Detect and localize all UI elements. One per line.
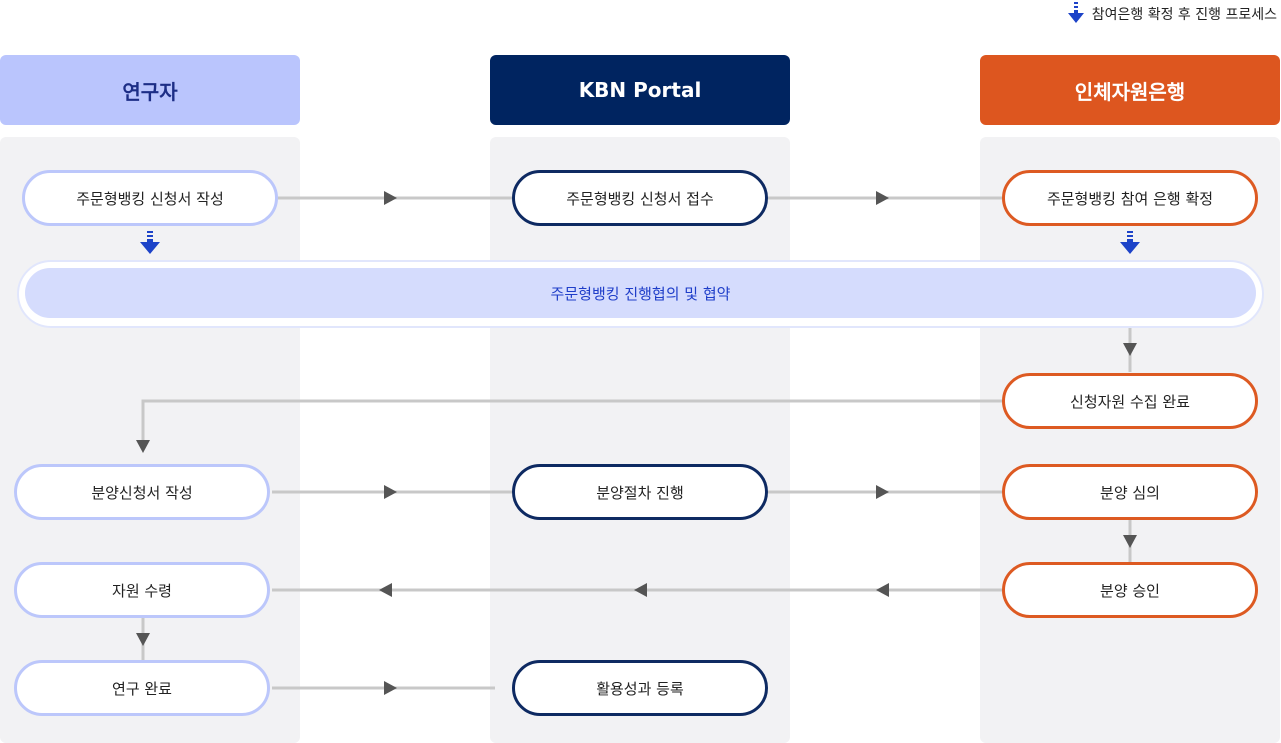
lane-header-portal: KBN Portal bbox=[490, 55, 790, 125]
lane-title-researcher: 연구자 bbox=[122, 79, 178, 104]
arrowhead-down bbox=[136, 633, 150, 646]
step-distribution-review: 분양 심의 bbox=[1002, 464, 1258, 520]
lane-header-bank: 인체자원은행 bbox=[980, 55, 1280, 125]
arrowhead-left bbox=[379, 583, 392, 597]
arrowhead-down bbox=[1123, 535, 1137, 548]
arrowhead-right bbox=[384, 681, 397, 695]
step-label: 주문형뱅킹 신청서 접수 bbox=[566, 189, 714, 208]
banner-label: 주문형뱅킹 진행협의 및 협약 bbox=[550, 284, 731, 303]
step-label: 주문형뱅킹 신청서 작성 bbox=[76, 189, 224, 208]
arrowhead-right bbox=[876, 191, 889, 205]
arrowhead-right bbox=[876, 485, 889, 499]
step-collection-complete: 신청자원 수집 완료 bbox=[1002, 373, 1258, 429]
step-label: 주문형뱅킹 참여 은행 확정 bbox=[1046, 189, 1214, 208]
arrowhead-right bbox=[384, 191, 397, 205]
down-arrow-icon bbox=[140, 231, 160, 254]
step-label: 연구 완료 bbox=[112, 679, 172, 698]
step-label: 분양 심의 bbox=[1100, 483, 1160, 502]
arrowhead-left bbox=[876, 583, 889, 597]
down-arrow-icon bbox=[1120, 231, 1140, 254]
legend-label: 참여은행 확정 후 진행 프로세스 bbox=[1091, 7, 1277, 23]
step-write-application: 주문형뱅킹 신청서 작성 bbox=[22, 170, 278, 226]
step-label: 자원 수령 bbox=[112, 581, 172, 600]
step-label: 분양신청서 작성 bbox=[91, 483, 193, 502]
lane-body-portal bbox=[490, 137, 790, 743]
legend: 참여은행 확정 후 진행 프로세스 bbox=[1066, 2, 1277, 26]
step-label: 신청자원 수집 완료 bbox=[1070, 392, 1190, 411]
step-distribution-approval: 분양 승인 bbox=[1002, 562, 1258, 618]
arrowhead-right bbox=[384, 485, 397, 499]
arrowhead-down bbox=[1123, 343, 1137, 356]
lane-title-portal: KBN Portal bbox=[578, 78, 702, 102]
lane-header-researcher: 연구자 bbox=[0, 55, 300, 125]
step-register-results: 활용성과 등록 bbox=[512, 660, 768, 716]
lane-title-bank: 인체자원은행 bbox=[1074, 79, 1186, 104]
step-distribution-process: 분양절차 진행 bbox=[512, 464, 768, 520]
arrowhead-left bbox=[634, 583, 647, 597]
step-label: 분양 승인 bbox=[1100, 581, 1160, 600]
step-label: 활용성과 등록 bbox=[596, 679, 684, 698]
arrowhead-down bbox=[136, 440, 150, 453]
step-research-complete: 연구 완료 bbox=[14, 660, 270, 716]
step-receive-resource: 자원 수령 bbox=[14, 562, 270, 618]
step-confirm-participation: 주문형뱅킹 참여 은행 확정 bbox=[1002, 170, 1258, 226]
consultation-banner-inner: 주문형뱅킹 진행협의 및 협약 bbox=[25, 268, 1256, 318]
step-label: 분양절차 진행 bbox=[596, 483, 684, 502]
lane-body-bank bbox=[980, 137, 1280, 743]
step-receive-application: 주문형뱅킹 신청서 접수 bbox=[512, 170, 768, 226]
step-distribution-application: 분양신청서 작성 bbox=[14, 464, 270, 520]
down-arrow-icon bbox=[1067, 2, 1084, 23]
